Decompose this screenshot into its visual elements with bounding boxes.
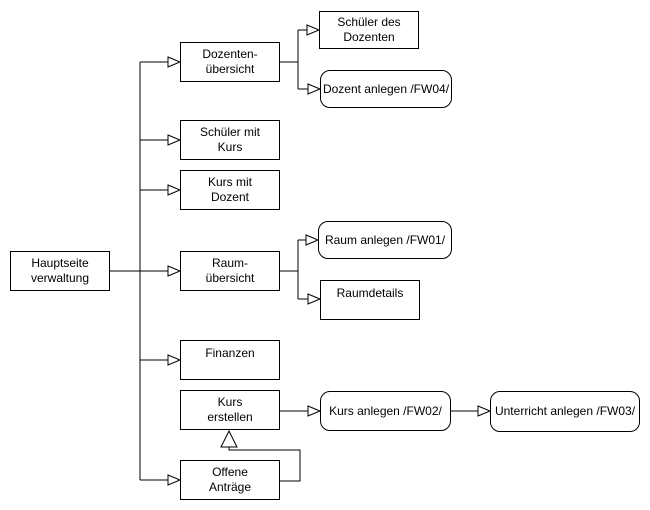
node-dozent-anlegen: Dozent anlegen /FW04/ bbox=[320, 70, 452, 108]
node-finanzen: Finanzen bbox=[180, 340, 280, 380]
label-raum-uebersicht: Raum- übersicht bbox=[205, 256, 255, 285]
node-offene-antraege: Offene Anträge bbox=[180, 460, 280, 500]
label-dozenten-uebersicht: Dozenten- übersicht bbox=[202, 47, 258, 76]
node-raum-uebersicht: Raum- übersicht bbox=[180, 251, 280, 291]
edge-raum-out bbox=[280, 239, 308, 300]
label-schueler-mit-kurs: Schüler mit Kurs bbox=[199, 125, 261, 154]
arrowhead-raumdetails-icon bbox=[307, 293, 322, 305]
arrowhead-schueler-mit-kurs-icon bbox=[167, 134, 182, 146]
label-raumdetails: Raumdetails bbox=[336, 285, 404, 300]
label-finanzen: Finanzen bbox=[205, 345, 255, 360]
arrowhead-kurs-mit-dozent-icon bbox=[167, 184, 182, 196]
node-kurs-mit-dozent: Kurs mit Dozent bbox=[180, 170, 280, 210]
node-dozenten-uebersicht: Dozenten- übersicht bbox=[180, 42, 280, 82]
arrowhead-raum-anlegen-icon bbox=[305, 234, 320, 246]
label-raum-anlegen: Raum anlegen /FW01/ bbox=[324, 232, 446, 247]
label-hauptseite-verwaltung: Hauptseite verwaltung bbox=[30, 256, 90, 285]
label-offene-antraege: Offene Anträge bbox=[208, 465, 252, 494]
label-kurs-erstellen: Kurs erstellen bbox=[207, 395, 253, 424]
label-unterricht-anlegen: Unterricht anlegen /FW03/ bbox=[494, 404, 636, 418]
node-schueler-des-dozenten: Schüler des Dozenten bbox=[319, 11, 419, 49]
arrowhead-kurs-erstellen-up-icon bbox=[220, 429, 238, 448]
node-kurs-erstellen: Kurs erstellen bbox=[180, 390, 280, 430]
arrowhead-dozenten-uebersicht-icon bbox=[167, 56, 182, 68]
arrowhead-offene-antraege-icon bbox=[167, 474, 182, 486]
node-hauptseite-verwaltung: Hauptseite verwaltung bbox=[10, 251, 110, 291]
label-schueler-des-dozenten: Schüler des Dozenten bbox=[337, 15, 401, 44]
node-kurs-anlegen: Kurs anlegen /FW02/ bbox=[320, 391, 451, 431]
arrowhead-raum-uebersicht-icon bbox=[167, 265, 182, 277]
label-kurs-anlegen: Kurs anlegen /FW02/ bbox=[329, 403, 442, 418]
arrowhead-finanzen-icon bbox=[167, 354, 182, 366]
arrowhead-kurs-anlegen-icon bbox=[307, 405, 322, 417]
node-unterricht-anlegen: Unterricht anlegen /FW03/ bbox=[490, 391, 640, 432]
label-dozent-anlegen: Dozent anlegen /FW04/ bbox=[322, 81, 450, 96]
node-raumdetails: Raumdetails bbox=[320, 280, 420, 320]
edge-offene-antraege-to-kurs-erstellen bbox=[228, 447, 301, 482]
arrowhead-unterricht-anlegen-icon bbox=[477, 405, 492, 417]
arrowhead-schueler-des-dozenten-icon bbox=[306, 24, 321, 36]
edge-dozenten-out bbox=[280, 29, 308, 90]
arrowhead-dozent-anlegen-icon bbox=[307, 83, 322, 95]
label-kurs-mit-dozent: Kurs mit Dozent bbox=[207, 175, 252, 204]
node-raum-anlegen: Raum anlegen /FW01/ bbox=[318, 221, 452, 259]
node-schueler-mit-kurs: Schüler mit Kurs bbox=[180, 120, 280, 160]
